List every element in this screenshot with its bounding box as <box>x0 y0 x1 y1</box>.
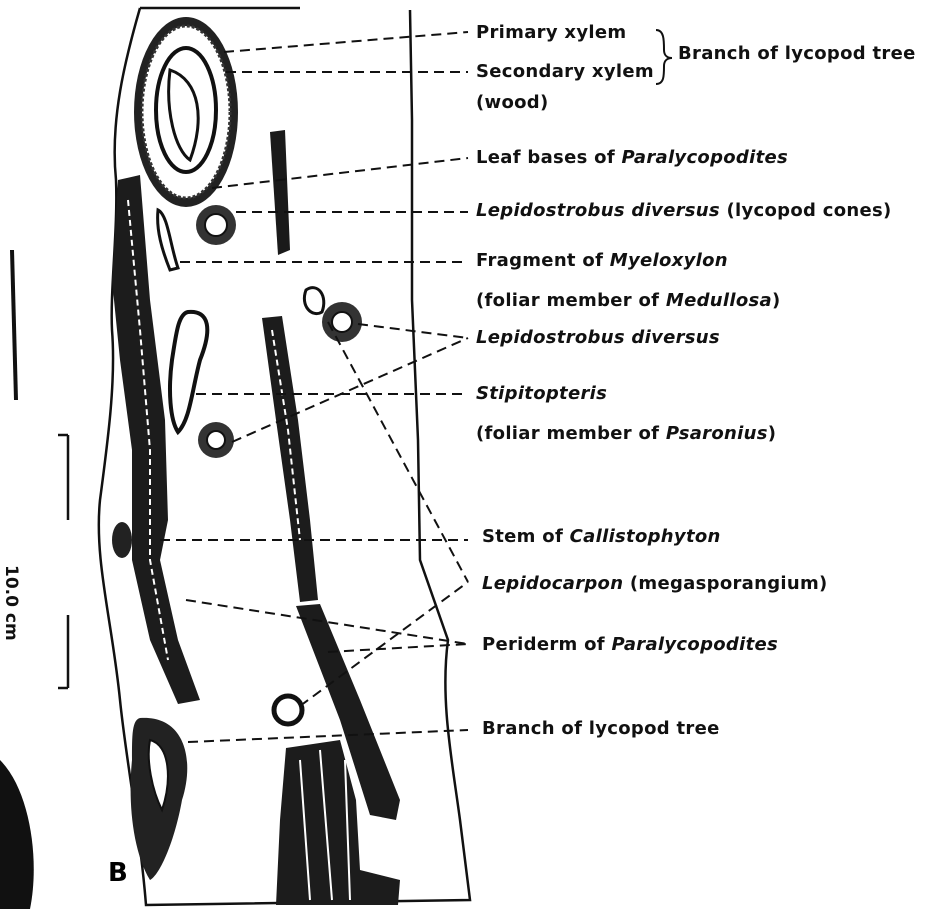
label-lepidostrobus-2: Lepidostrobus diversus <box>476 327 720 349</box>
myeloxylon-fragment <box>158 210 178 270</box>
label-brace <box>656 30 672 84</box>
label-medullosa: (foliar member of Medullosa) <box>476 290 781 312</box>
lepidocarpon-ring <box>274 696 302 724</box>
periderm-center <box>262 316 318 602</box>
edge-fragment <box>0 760 34 909</box>
label-lepidocarpon: Lepidocarpon (megasporangium) <box>482 573 828 595</box>
label-psaronius: (foliar member of Psaronius) <box>476 423 776 445</box>
label-periderm: Periderm of Paralycopodites <box>482 634 778 656</box>
lepidostrobus-cone-1 <box>196 205 236 245</box>
label-branch-bottom: Branch of lycopod tree <box>482 718 720 740</box>
edge-fragment <box>12 250 16 400</box>
lepidocarpon-small <box>304 288 323 314</box>
leaf-base-strip <box>270 130 290 255</box>
label-primary-xylem: Primary xylem <box>476 22 626 44</box>
callistophyton-stem <box>112 522 132 558</box>
label-callistophyton-stem: Stem of Callistophyton <box>482 526 721 548</box>
label-wood: (wood) <box>476 92 549 114</box>
label-stipitopteris: Stipitopteris <box>476 383 607 405</box>
scale-bar <box>58 435 68 688</box>
branch-bottom-fossil <box>131 718 188 880</box>
panel-letter: B <box>108 858 128 888</box>
label-myeloxylon: Fragment of Myeloxylon <box>476 250 728 272</box>
branch-top-fossil <box>134 17 238 207</box>
label-leaf-bases: Leaf bases of Paralycopodites <box>476 147 788 169</box>
label-secondary-xylem: Secondary xylem <box>476 61 654 83</box>
lepidostrobus-cone-3 <box>198 422 234 458</box>
scale-bar-label: 10.0 cm <box>1 565 21 641</box>
label-branch-top: Branch of lycopod tree <box>678 43 916 65</box>
periderm-left <box>112 175 200 704</box>
label-lepidostrobus-cones: Lepidostrobus diversus (lycopod cones) <box>476 200 892 222</box>
stipitopteris <box>170 312 207 432</box>
